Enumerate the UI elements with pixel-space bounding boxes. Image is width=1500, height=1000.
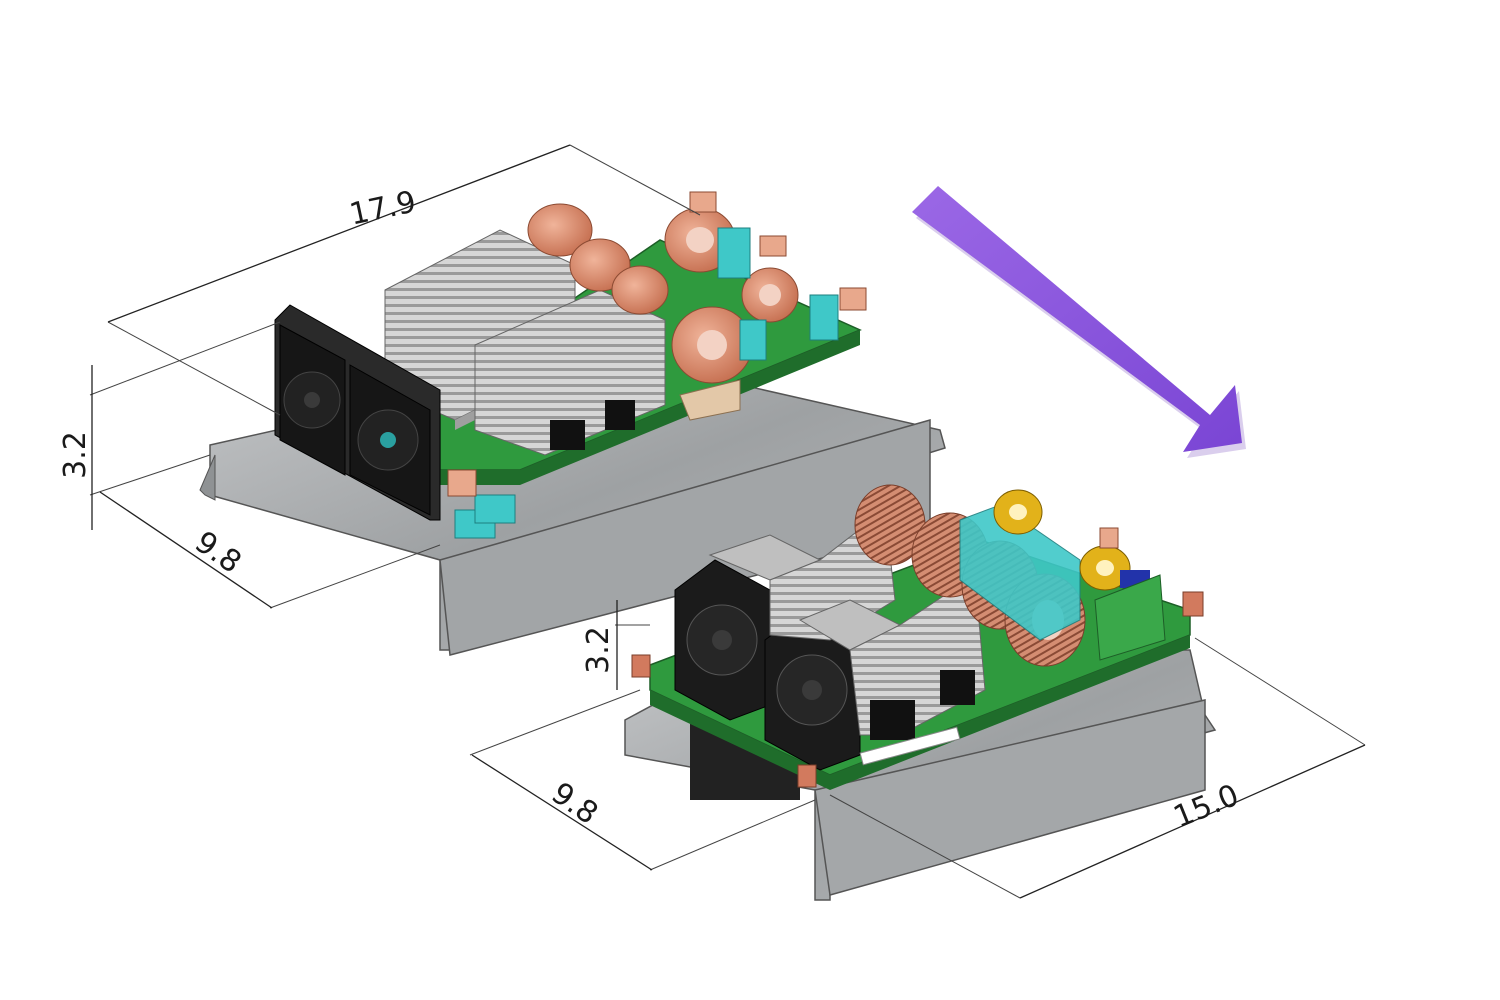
down-right-arrow-icon	[912, 186, 1246, 458]
new-label-strip	[859, 726, 961, 766]
old-length-label: 17.9	[346, 184, 419, 232]
old-width-label: 9.8	[188, 525, 247, 581]
new-control-board	[1094, 574, 1166, 661]
old-toroids	[527, 203, 799, 421]
old-capacitors	[454, 227, 839, 539]
old-height-label: 3.2	[58, 431, 93, 479]
new-height-label: 3.2	[581, 626, 616, 674]
new-width-label: 9.8	[545, 776, 604, 832]
new-baseplate-side	[814, 699, 1206, 896]
old-unit	[199, 191, 946, 656]
new-terminals	[631, 591, 1204, 788]
new-fans	[674, 559, 861, 771]
old-fan-assembly	[274, 304, 441, 521]
new-heatsinks	[708, 509, 986, 740]
new-unit	[624, 484, 1217, 901]
dimension-lines	[89, 144, 1366, 899]
old-baseplate-flange	[199, 454, 216, 501]
old-terminals	[447, 191, 867, 497]
new-filter-parts	[959, 489, 1150, 641]
